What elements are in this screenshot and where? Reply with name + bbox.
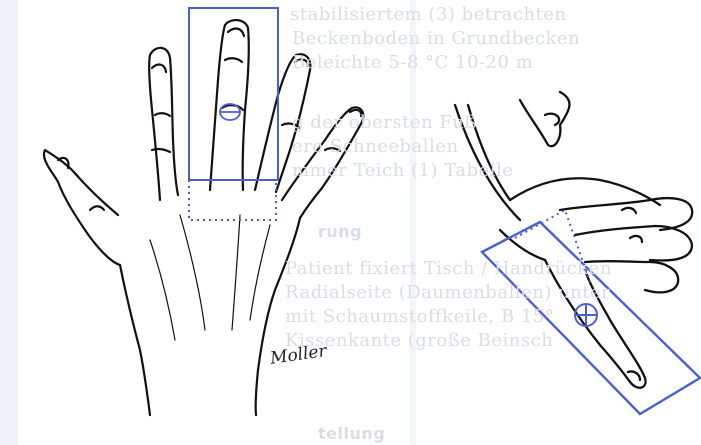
left-hand-crease-3 bbox=[225, 58, 242, 62]
bleed-line-7: Patient fixiert Tisch / Handrücken bbox=[285, 258, 612, 279]
left-hand-crease-2 bbox=[152, 149, 170, 152]
bleed-line-4: g der obersten Fuß bbox=[292, 112, 477, 133]
left-hand-tendon-3 bbox=[250, 225, 270, 320]
left-hand-thumb bbox=[44, 150, 120, 265]
left-frame-dotted bbox=[189, 180, 276, 220]
bleed-line-5: ere Schneeballen bbox=[292, 136, 459, 157]
left-page-shadow bbox=[0, 0, 18, 445]
bleed-line-8: Radialseite (Daumenballen) unter bbox=[285, 282, 610, 303]
left-hand-tendon-1 bbox=[180, 215, 205, 330]
right-hand-finger-2 bbox=[575, 226, 692, 260]
left-hand-index-finger bbox=[149, 48, 178, 200]
bleed-heading-2: tellung bbox=[318, 424, 385, 443]
right-hand-thumb-tip bbox=[545, 114, 559, 125]
bleed-line-3: Beleichte 5-8 °C 10-20 m bbox=[292, 52, 533, 73]
right-hand-nail-1 bbox=[630, 236, 642, 242]
right-marker-icon bbox=[575, 304, 597, 326]
bleed-heading-1: rung bbox=[318, 222, 362, 241]
right-hand-finger-1 bbox=[560, 198, 692, 230]
left-frame-solid bbox=[189, 8, 278, 180]
left-hand-tendon-2 bbox=[232, 215, 240, 330]
left-hand-crease-7 bbox=[90, 206, 104, 210]
bleed-line-9: mit Schaumstoffkeile, B 15° bbox=[285, 306, 554, 327]
left-hand-index-nail bbox=[152, 65, 166, 72]
left-marker-icon bbox=[220, 104, 240, 120]
bleed-line-2: Beckenboden in Grundbecken bbox=[292, 28, 580, 49]
right-hand-thumb bbox=[520, 92, 569, 146]
right-hand-index-nail bbox=[628, 371, 640, 380]
right-hand-palm bbox=[500, 230, 545, 260]
bleed-line-1: stabilisiertem (3) betrachten bbox=[290, 4, 567, 25]
left-hand-crease-1 bbox=[155, 113, 170, 116]
bleed-line-6: mmer Teich (1) Tabelle bbox=[292, 160, 513, 181]
left-hand-tendon-4 bbox=[150, 240, 175, 340]
left-frame bbox=[189, 8, 278, 220]
left-hand-palm-outline bbox=[120, 265, 150, 415]
right-hand-crease-1 bbox=[622, 208, 636, 213]
left-hand-middle-nail bbox=[228, 29, 244, 36]
